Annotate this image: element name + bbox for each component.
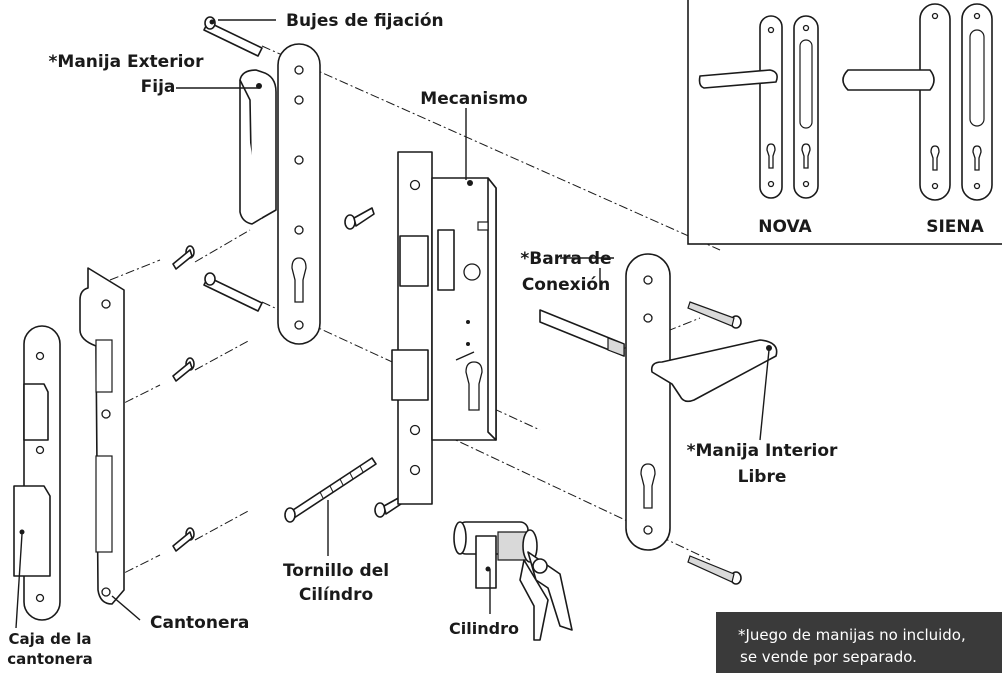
models-inset: NOVA SIENA — [687, 0, 1002, 245]
interior-lever-handle — [650, 339, 778, 403]
label-manija-exterior-line1: *Manija Exterior — [49, 52, 205, 72]
screw-cantonera-3 — [172, 527, 195, 552]
screw-lower-mechanism — [374, 495, 405, 518]
label-manija-interior-line1: *Manija Interior — [687, 441, 838, 461]
model-siena-label: SIENA — [926, 217, 984, 237]
model-nova-label: NOVA — [758, 217, 812, 237]
siena-plate-slot — [961, 3, 993, 201]
nova-plate-slot — [793, 15, 819, 199]
lock-mechanism — [391, 151, 497, 505]
strike-box — [13, 325, 61, 621]
label-barra-line1: *Barra de — [520, 249, 611, 269]
screw-cantonera-1 — [172, 245, 195, 270]
connection-bar — [539, 309, 625, 357]
label-cantonera: Cantonera — [150, 613, 249, 633]
strike-plate — [79, 267, 125, 605]
nova-plate-lever — [698, 15, 783, 199]
interior-plate — [625, 253, 671, 551]
exterior-fixed-handle — [239, 69, 277, 225]
label-barra-line2: Conexión — [522, 275, 610, 295]
note-line1: *Juego de manijas no incluido, — [738, 626, 966, 644]
bushing-top — [203, 16, 263, 57]
keys — [519, 551, 573, 641]
label-manija-exterior-line2: Fija — [141, 77, 176, 97]
label-caja-line1: Caja de la — [8, 630, 91, 648]
note-line2: se vende por separado. — [740, 648, 917, 666]
note-box: *Juego de manijas no incluido, se vende … — [716, 612, 1002, 673]
screw-upper-mechanism — [344, 207, 375, 230]
leader-lines — [15, 19, 770, 629]
label-mecanismo: Mecanismo — [420, 89, 527, 109]
cylinder-screw — [284, 457, 377, 523]
screw-cantonera-2 — [172, 357, 195, 382]
label-bujes: Bujes de fijación — [286, 11, 444, 31]
label-cilindro: Cilindro — [449, 619, 519, 638]
screw-interior-upper — [687, 301, 742, 329]
siena-plate-lever — [842, 3, 951, 201]
screw-interior-lower — [687, 555, 742, 585]
label-tornillo-line2: Cilíndro — [299, 585, 373, 605]
bushing-bottom — [203, 272, 263, 312]
label-caja-line2: cantonera — [7, 650, 93, 668]
cylinder — [453, 521, 538, 589]
label-tornillo-line1: Tornillo del — [283, 561, 389, 581]
exterior-plate — [277, 43, 321, 345]
label-manija-interior-line2: Libre — [738, 467, 787, 487]
